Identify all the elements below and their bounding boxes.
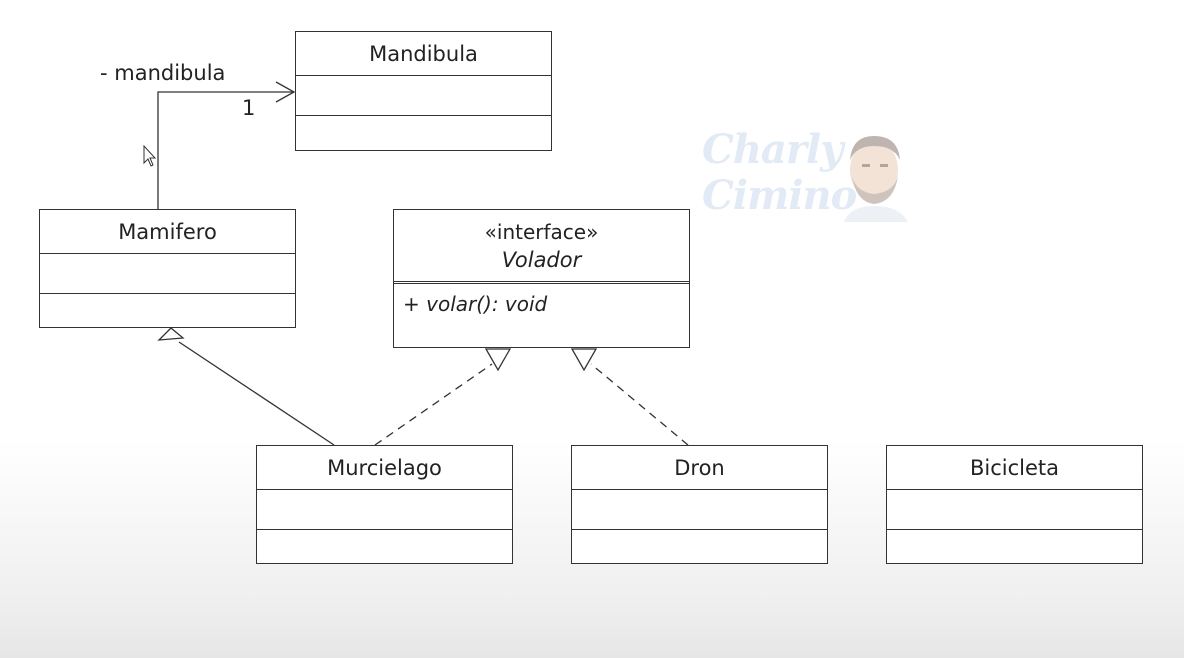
stereotype-label: «interface»	[484, 219, 599, 244]
realization-arrowhead-dron	[570, 348, 598, 372]
association-multiplicity-label: 1	[242, 96, 256, 120]
attributes-compartment	[296, 76, 551, 116]
association-mamifero-mandibula	[157, 91, 294, 210]
interface-volador[interactable]: «interface» Volador + volar(): void	[393, 209, 690, 348]
watermark-line1: Charly	[702, 126, 843, 173]
mouse-cursor-icon	[143, 145, 157, 167]
association-arrowhead	[275, 81, 296, 103]
class-name: Volador	[501, 247, 582, 272]
realization-arrowhead-murcielago	[484, 348, 512, 372]
association-role-label: - mandibula	[100, 61, 226, 85]
class-name: Mandibula	[369, 41, 478, 66]
class-name-compartment: «interface» Volador	[394, 210, 689, 284]
class-mandibula[interactable]: Mandibula	[295, 31, 552, 151]
class-name: Mamifero	[118, 219, 217, 244]
operation-volar: + volar(): void	[403, 292, 548, 316]
attributes-compartment	[572, 490, 827, 530]
class-name: Bicicleta	[969, 455, 1060, 480]
realization-murcielago-volador	[374, 363, 493, 446]
class-dron[interactable]: Dron	[571, 445, 828, 564]
class-name: Dron	[674, 455, 725, 480]
class-name-compartment: Dron	[572, 446, 827, 490]
class-mamifero[interactable]: Mamifero	[39, 209, 296, 328]
attributes-compartment	[40, 254, 295, 294]
class-name-compartment: Mamifero	[40, 210, 295, 254]
class-name-compartment: Mandibula	[296, 32, 551, 76]
watermark-face-icon	[844, 136, 908, 222]
operations-compartment: + volar(): void	[394, 284, 689, 316]
class-bicicleta[interactable]: Bicicleta	[886, 445, 1143, 564]
realization-dron-volador	[590, 363, 689, 446]
generalization-murcielago-mamifero	[178, 341, 335, 446]
class-name: Murcielago	[327, 455, 442, 480]
attributes-compartment	[257, 490, 512, 530]
class-murcielago[interactable]: Murcielago	[256, 445, 513, 564]
watermark-line2: Cimino	[702, 172, 857, 219]
charly-cimino-watermark: Charly Cimino	[700, 128, 915, 223]
class-name-compartment: Bicicleta	[887, 446, 1142, 490]
generalization-arrowhead	[157, 327, 185, 341]
attributes-compartment	[887, 490, 1142, 530]
class-name-compartment: Murcielago	[257, 446, 512, 490]
